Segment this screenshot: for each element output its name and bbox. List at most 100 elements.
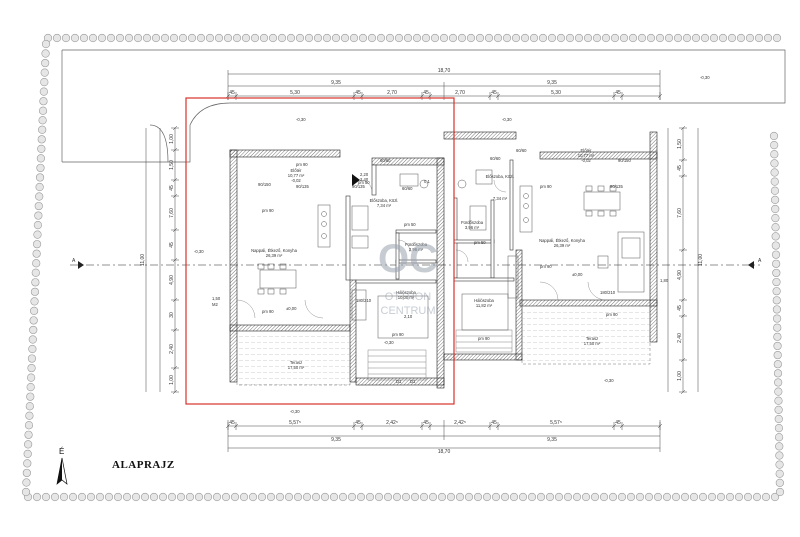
boundary-dot	[122, 492, 132, 502]
window-mark: 60/60	[380, 158, 391, 163]
room-eloter-right-level: -0,02	[581, 158, 591, 163]
window-mark: 60/60	[490, 156, 501, 161]
dim-segment-label: 7,60	[169, 208, 175, 218]
boundary-dot	[79, 33, 89, 43]
boundary-dot	[160, 33, 170, 43]
door-mark: pm 90	[540, 184, 552, 189]
boundary-dot	[771, 204, 780, 214]
boundary-dot	[50, 492, 60, 502]
boundary-dot	[178, 33, 188, 43]
boundary-dot	[140, 492, 150, 502]
level-mark: ±0,00	[286, 306, 297, 311]
boundary-dot	[277, 33, 287, 43]
boundary-dot	[718, 33, 728, 43]
top-half-dim-left: 9,35	[331, 80, 341, 86]
level-mark: -0,30	[700, 75, 710, 80]
boundary-dot	[772, 33, 782, 43]
boundary-dot	[29, 325, 38, 335]
boundary-dot	[774, 414, 783, 424]
boundary-dot	[771, 214, 780, 223]
window-mark: 90/135	[296, 184, 309, 189]
window-mark: 2,10	[404, 314, 413, 319]
level-mark: -0,30	[604, 378, 614, 383]
boundary-dot	[743, 492, 753, 502]
boundary-dot	[455, 492, 465, 502]
boundary-dot	[775, 442, 784, 451]
north-label: É	[59, 447, 64, 456]
boundary-dot	[565, 33, 575, 43]
boundary-dot	[520, 33, 530, 43]
boundary-dot	[40, 68, 49, 77]
boundary-dot	[268, 33, 278, 43]
boundary-dot	[97, 33, 107, 43]
boundary-dot	[31, 268, 40, 277]
boundary-dot	[187, 33, 197, 43]
boundary-dot	[774, 424, 784, 433]
boundary-dot	[27, 373, 36, 382]
boundary-dot	[473, 492, 483, 502]
stairs	[367, 329, 513, 381]
boundary-dot	[24, 421, 34, 430]
boundary-dot	[500, 492, 510, 502]
boundary-dot	[662, 492, 672, 502]
boundary-dot	[31, 278, 40, 287]
boundary-dot	[464, 492, 474, 502]
boundary-dot	[774, 396, 783, 405]
boundary-dot	[770, 159, 779, 168]
level-mark: ±0,00	[572, 272, 583, 277]
dim-segment-label: 2,42⁵	[454, 420, 466, 426]
boundary-dot	[311, 492, 321, 502]
window-mark: 90/135	[352, 184, 365, 189]
boundary-dot	[257, 492, 267, 502]
boundary-dot	[232, 33, 242, 43]
dim-segment-label: 45	[423, 420, 429, 426]
dim-segment-label: 1,50	[677, 139, 683, 149]
boundary-dot	[437, 492, 447, 502]
boundary-dot	[574, 33, 584, 43]
boundary-dot	[727, 33, 737, 43]
dim-segment-label: 2,40	[677, 333, 683, 343]
boundary-dot	[430, 33, 440, 43]
boundary-dot	[41, 492, 51, 502]
boundary-dot	[28, 335, 37, 344]
room-eloter-left: Előtér	[291, 168, 303, 173]
boundary-dot	[39, 97, 48, 106]
boundary-dot	[133, 33, 143, 43]
boundary-dot	[772, 314, 782, 323]
boundary-dot	[680, 492, 690, 502]
driveway	[61, 49, 786, 163]
dim-segment-label: 1,00	[169, 375, 175, 385]
window-mark: 60/60	[516, 148, 527, 153]
boundary-dot	[716, 492, 726, 502]
dim-segment-label: 5,57⁵	[550, 420, 562, 426]
boundary-dot	[131, 492, 141, 502]
right-dimension-chain	[667, 125, 699, 395]
room-eloter-right-area: 10,77 m²	[578, 153, 595, 158]
boundary-dot	[545, 492, 555, 502]
house-walls	[229, 131, 658, 389]
boundary-dot	[773, 332, 782, 341]
boundary-dot	[774, 405, 783, 414]
room-labels: Előtér 10,77 m² -0,02 Előtér 10,77 m² -0…	[251, 148, 601, 370]
boundary-dots-right	[769, 131, 785, 497]
room-nappali-left: Nappali, Étkező, Konyha	[251, 248, 298, 253]
boundary-dot	[774, 387, 783, 396]
boundary-dot	[385, 33, 395, 43]
boundary-dot	[770, 186, 780, 195]
boundary-dot	[583, 33, 593, 43]
boundary-dot	[38, 125, 47, 134]
boundary-dot	[322, 33, 332, 43]
level-mark: -0,30	[502, 117, 512, 122]
boundary-dot	[772, 296, 781, 305]
boundary-dot	[70, 33, 80, 43]
top-half-dim-right: 9,35	[547, 80, 557, 86]
dim-segment-label: 4,90	[677, 270, 683, 280]
dim-segment-label: 45	[229, 90, 235, 96]
room-terasz-right-area: 17,50 m²	[584, 341, 601, 346]
boundary-dot	[239, 492, 249, 502]
room-nappali-right-area: 26,39 m²	[554, 243, 571, 248]
boundary-dot	[482, 492, 492, 502]
boundary-dot	[35, 192, 44, 201]
left-dimension-chain	[145, 125, 179, 395]
boundary-dot	[419, 492, 429, 502]
